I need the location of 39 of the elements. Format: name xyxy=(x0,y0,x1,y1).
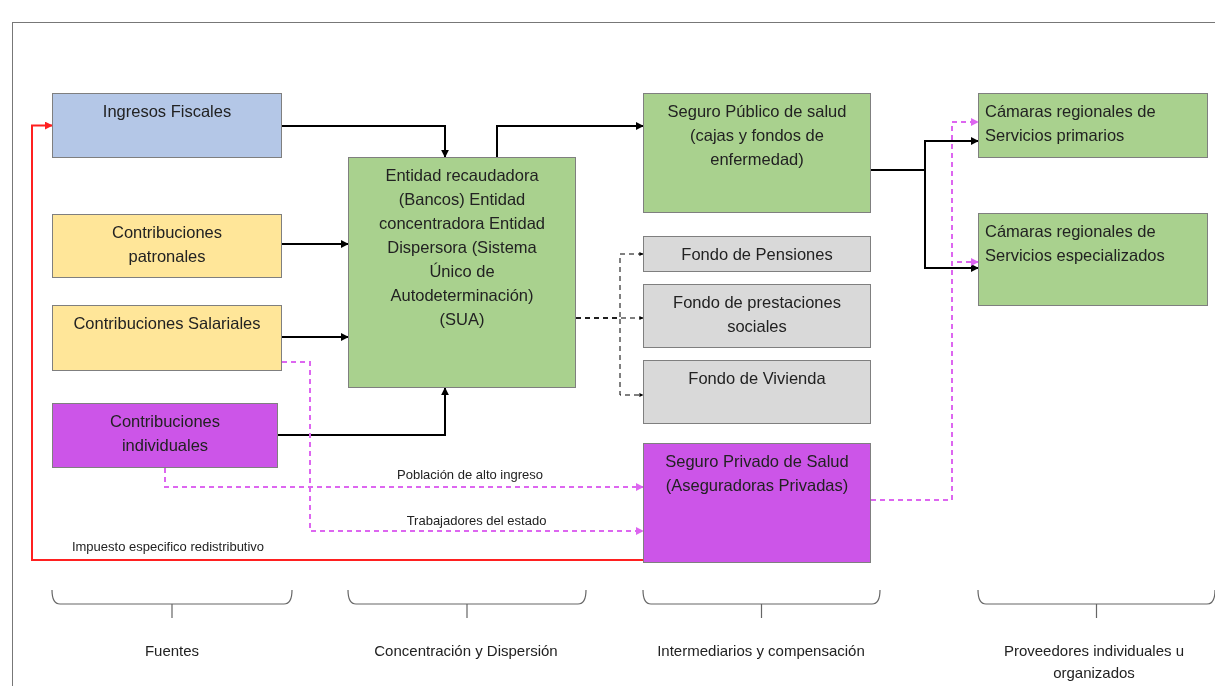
process-box xyxy=(643,93,871,213)
column-label: Concentración y Dispersión xyxy=(373,641,559,661)
box-text: Seguro Público de salud (cajas y fondos de enfermedad) xyxy=(666,101,848,170)
process-box xyxy=(348,157,576,388)
column-label: Proveedores individuales u organizados xyxy=(1002,641,1186,683)
box-text: Contribuciones Salariales xyxy=(73,313,261,334)
box-text: Fondo de prestaciones sociales xyxy=(672,292,842,337)
process-box xyxy=(52,305,282,371)
process-box xyxy=(643,236,871,272)
box-text: Seguro Privado de Salud (Aseguradoras Privadas) xyxy=(664,451,850,496)
arrow xyxy=(164,467,644,491)
process-box xyxy=(643,284,871,348)
box-text: Contribuciones patronales xyxy=(110,222,224,267)
process-box xyxy=(52,93,282,158)
arrow xyxy=(31,121,644,561)
arrow xyxy=(496,122,644,158)
process-box xyxy=(52,403,278,468)
process-box xyxy=(978,213,1208,306)
box-text: Cámaras regionales de Servicios primarios xyxy=(985,101,1157,146)
box-text: Fondo de Pensiones xyxy=(681,244,833,265)
arrow xyxy=(870,258,979,501)
process-box xyxy=(643,443,871,563)
column-label: Intermediarios y compensación xyxy=(656,641,866,661)
arrow xyxy=(870,169,979,272)
arrow xyxy=(281,240,349,248)
process-box xyxy=(978,93,1208,158)
arrow xyxy=(281,361,644,535)
process-box xyxy=(52,214,282,278)
box-text: Contribuciones individuales xyxy=(108,411,222,456)
arrow xyxy=(281,333,349,341)
arrow xyxy=(575,317,644,397)
box-text: Fondo de Vivienda xyxy=(688,368,826,389)
process-box xyxy=(643,360,871,424)
box-text: Cámaras regionales de Servicios especializados xyxy=(985,221,1166,266)
column-label: Fuentes xyxy=(143,641,201,661)
arrow xyxy=(277,387,449,436)
box-text: Ingresos Fiscales xyxy=(102,101,232,122)
box-text: Entidad recaudadora (Bancos) Entidad concentradora Entidad Dispersora (Sistema Único de Autodeterminación) (SUA) xyxy=(378,165,546,330)
arrow xyxy=(281,125,449,158)
